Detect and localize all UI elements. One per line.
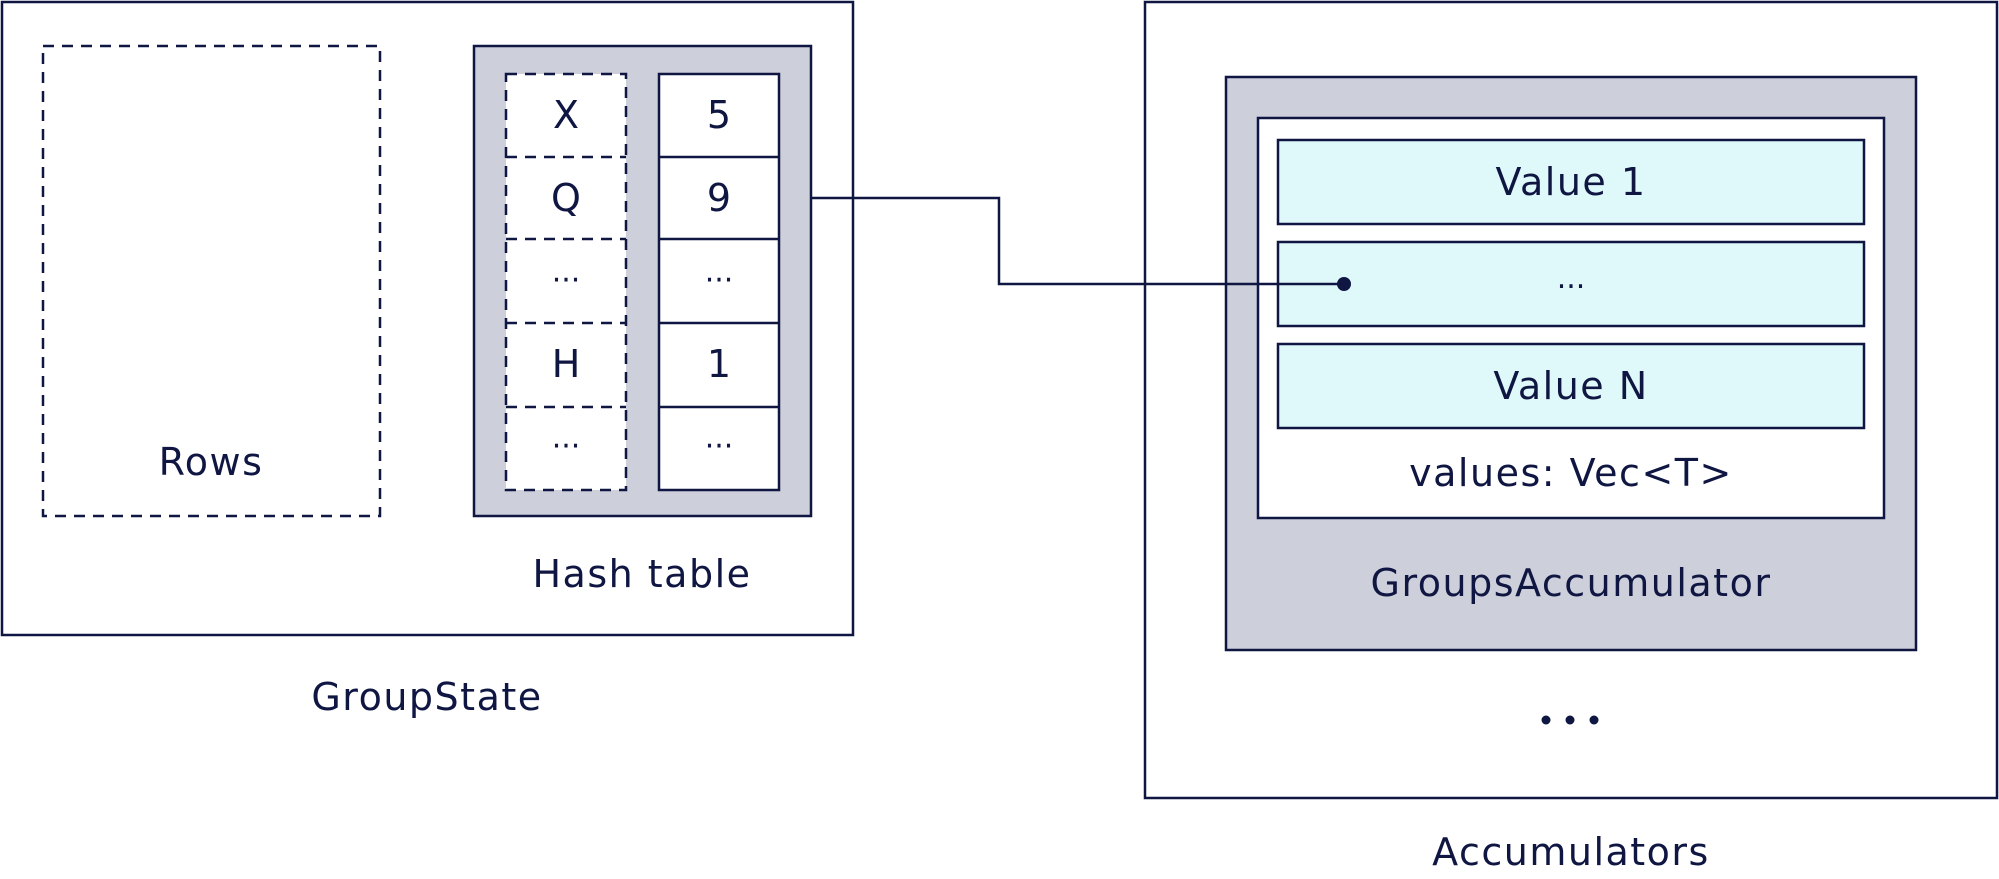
rows-label: Rows — [159, 440, 264, 484]
hash-value-cell: 9 — [707, 176, 731, 220]
accumulators-box — [1143, 0, 1999, 800]
rows-box — [41, 44, 382, 518]
hash-table-key-column: X Q ... H ... — [504, 72, 628, 492]
value-1-label: Value 1 — [1495, 160, 1646, 204]
value-n-box — [1276, 342, 1866, 430]
value-1-box — [1276, 138, 1866, 226]
ellipsis-dot — [1565, 715, 1575, 725]
key-column-frame — [504, 72, 628, 492]
group-state-label: GroupState — [311, 675, 542, 719]
hash-key-cell: Q — [551, 176, 581, 220]
value-column-frame — [657, 72, 781, 492]
hash-key-cell: X — [553, 93, 579, 137]
hash-key-cell: H — [552, 342, 581, 386]
groups-accumulator-label: GroupsAccumulator — [1371, 561, 1772, 605]
hash-value-cell: ... — [705, 255, 734, 290]
hash-key-cell: ... — [552, 255, 581, 290]
hash-table-label: Hash table — [532, 552, 751, 596]
connector-endpoint-dot — [1337, 277, 1351, 291]
group-state-box — [0, 0, 855, 637]
hash-value-cell: ... — [705, 421, 734, 456]
value-middle-box — [1276, 240, 1866, 328]
connector-line — [811, 196, 1344, 286]
hash-value-cell: 5 — [707, 93, 731, 137]
hash-key-cell: ... — [552, 421, 581, 456]
hash-table-value-column: 5 9 ... 1 ... — [657, 72, 781, 492]
value-n-label: Value N — [1493, 364, 1648, 408]
hash-value-cell: 1 — [707, 342, 731, 386]
accumulators-label: Accumulators — [1432, 830, 1710, 874]
value-middle-label: ... — [1557, 261, 1586, 296]
ellipsis-dot — [1541, 715, 1551, 725]
more-accumulators-ellipsis — [1541, 715, 1599, 725]
ellipsis-dot — [1589, 715, 1599, 725]
values-vec-label: values: Vec<T> — [1409, 451, 1733, 495]
